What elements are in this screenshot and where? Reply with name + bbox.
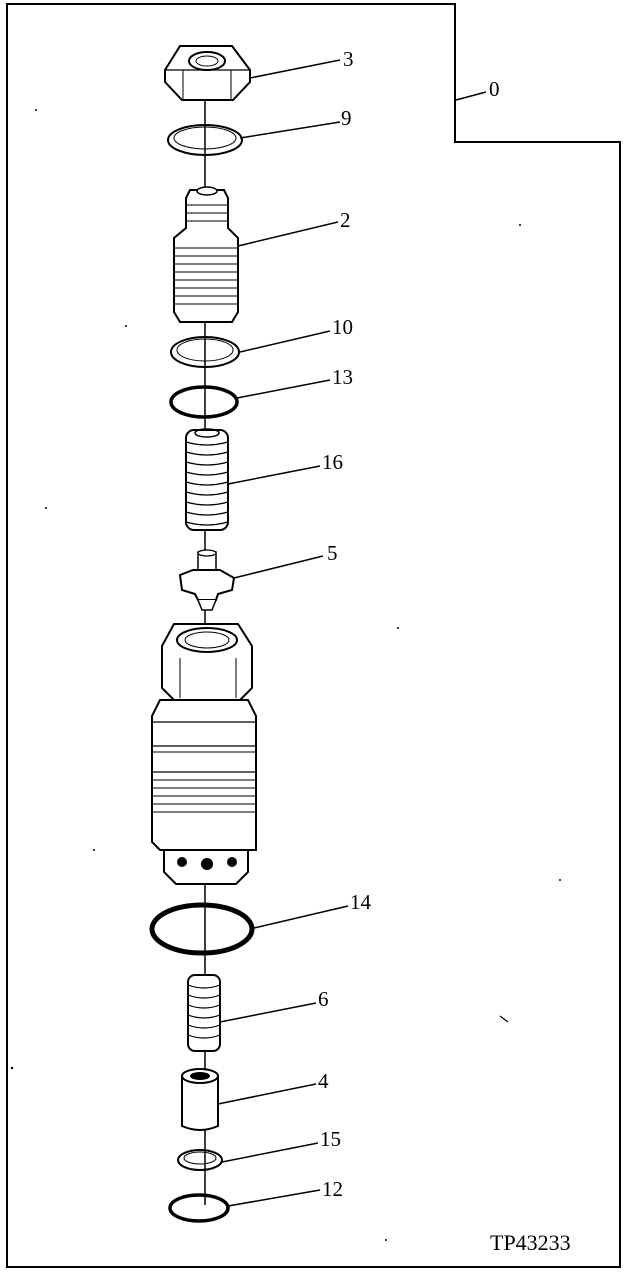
- callout-13: 13: [332, 365, 353, 389]
- part-o-ring-12: [168, 1193, 230, 1223]
- leader-lines: [217, 59, 487, 1207]
- callout-labels: 3 9 2 10 13 16 5 14 6 4 15 12 0: [318, 47, 500, 1201]
- callout-0: 0: [489, 77, 500, 101]
- leader-2: [237, 221, 339, 247]
- callout-3: 3: [343, 47, 354, 71]
- part-plug: [173, 186, 239, 323]
- part-spring-6: [187, 974, 221, 1052]
- leader-13: [236, 379, 331, 399]
- leader-0: [455, 91, 487, 101]
- callout-16: 16: [322, 450, 343, 474]
- callout-10: 10: [332, 315, 353, 339]
- assembly-frame: [6, 3, 621, 1268]
- part-spring-16: [185, 428, 229, 531]
- part-o-ring-13: [169, 385, 239, 419]
- part-ring-15: [177, 1149, 223, 1171]
- part-poppet: [178, 549, 236, 611]
- leader-12: [227, 1189, 321, 1207]
- part-piston: [181, 1068, 219, 1131]
- callout-14: 14: [350, 890, 372, 914]
- figure-reference: TP43233: [490, 1230, 571, 1255]
- leader-15: [221, 1142, 319, 1163]
- callout-15: 15: [320, 1127, 341, 1151]
- leader-6: [219, 1002, 317, 1023]
- leader-5: [233, 555, 324, 579]
- part-backup-ring-10: [170, 336, 240, 368]
- leader-4: [217, 1083, 317, 1105]
- leader-16: [227, 465, 321, 485]
- scan-specks: [10, 109, 561, 1241]
- callout-4: 4: [318, 1069, 329, 1093]
- callout-6: 6: [318, 987, 329, 1011]
- part-valve-housing: [151, 623, 257, 885]
- leader-9: [239, 121, 341, 139]
- part-nut: [164, 45, 251, 101]
- callout-5: 5: [327, 541, 338, 565]
- leader-10: [239, 330, 331, 353]
- leader-14: [253, 905, 349, 929]
- part-o-ring-14: [149, 902, 255, 956]
- callout-12: 12: [322, 1177, 343, 1201]
- callout-9: 9: [341, 106, 352, 130]
- part-ring-9: [167, 124, 243, 156]
- leader-3: [249, 59, 341, 79]
- callout-2: 2: [340, 208, 351, 232]
